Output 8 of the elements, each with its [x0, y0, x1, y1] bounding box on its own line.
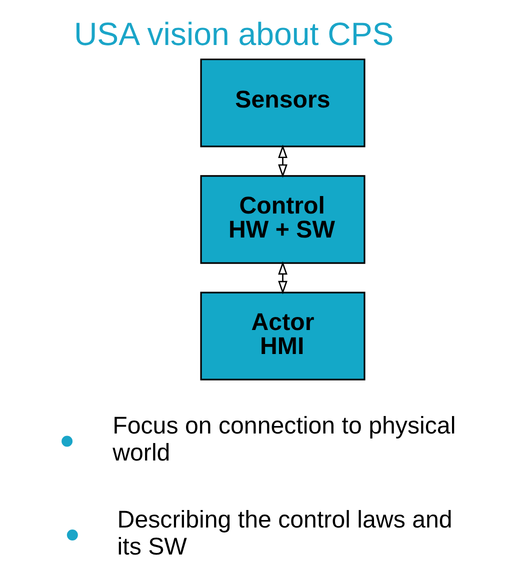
node-box: Sensors — [200, 58, 365, 148]
node-box: Actor HMI — [200, 292, 365, 380]
label: Describing the control laws and its SW — [116, 506, 452, 560]
arrow — [278, 144, 287, 178]
diagram-title: USA vision about CPS — [73, 16, 394, 52]
node-box: Control HW + SW — [200, 175, 365, 264]
arrow — [278, 261, 287, 294]
label: Focus on connection to physical world — [112, 412, 456, 467]
